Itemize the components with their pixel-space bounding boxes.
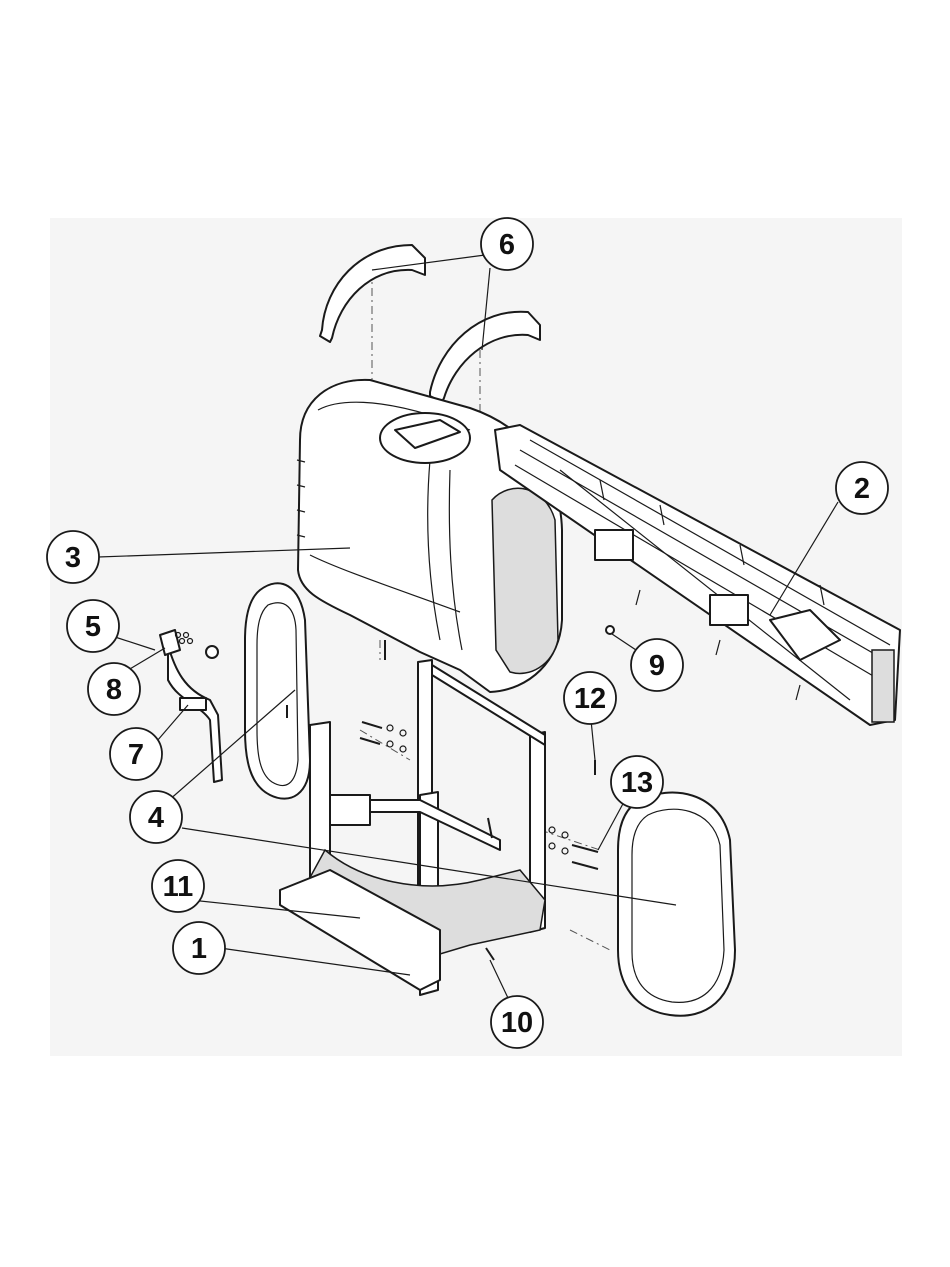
callout-11: 11 [152, 860, 204, 912]
callout-1: 1 [173, 922, 225, 974]
callout-6: 6 [481, 218, 533, 270]
callout-5: 5 [67, 600, 119, 652]
callout-5-label: 5 [85, 611, 101, 643]
callout-7-label: 7 [128, 739, 144, 771]
callout-8: 8 [88, 663, 140, 715]
callout-7: 7 [110, 728, 162, 780]
callout-3-label: 3 [65, 542, 81, 574]
callout-9: 9 [631, 639, 683, 691]
callout-4-label: 4 [148, 802, 164, 834]
callout-4: 4 [130, 791, 182, 843]
callout-12: 12 [564, 672, 616, 724]
callout-10-label: 10 [501, 1007, 533, 1039]
callout-13-label: 13 [621, 767, 653, 799]
callout-3: 3 [47, 531, 99, 583]
callout-6-label: 6 [499, 229, 515, 261]
callout-8-label: 8 [106, 674, 122, 706]
callout-9-label: 9 [649, 650, 665, 682]
callout-2-label: 2 [854, 473, 870, 505]
callout-12-label: 12 [574, 683, 606, 715]
callout-2: 2 [836, 462, 888, 514]
callout-11-label: 11 [163, 871, 194, 903]
callout-13: 13 [611, 756, 663, 808]
callout-1-label: 1 [191, 933, 207, 965]
callout-10: 10 [491, 996, 543, 1048]
